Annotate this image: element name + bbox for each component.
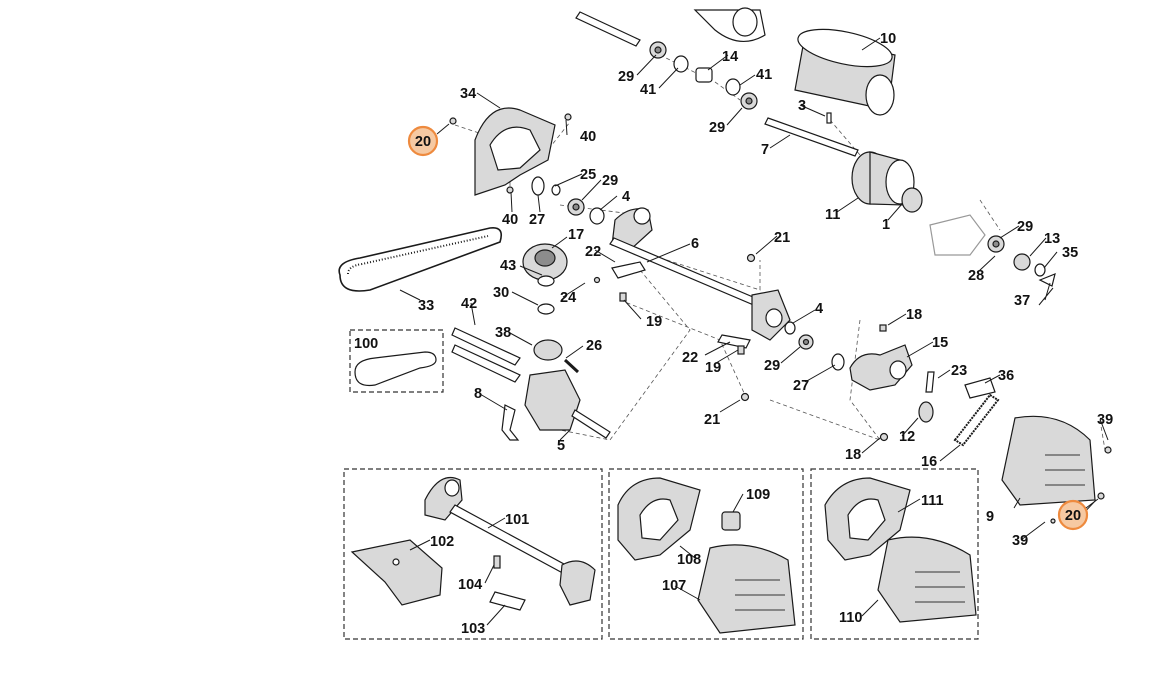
callout-22: 22 [585, 244, 601, 260]
callout-36: 36 [998, 368, 1014, 384]
callout-40: 40 [502, 212, 518, 228]
callout-42: 42 [461, 296, 477, 312]
callout-18: 18 [845, 447, 861, 463]
callout-29: 29 [709, 120, 725, 136]
kit-box-101 [343, 468, 603, 640]
callout-7: 7 [761, 142, 769, 158]
callout-3: 3 [798, 98, 806, 114]
highlight-label: 20 [415, 134, 431, 150]
roller-assembly [575, 7, 896, 157]
callout-30: 30 [493, 285, 509, 301]
callout-29: 29 [1017, 219, 1033, 235]
callout-19: 19 [646, 314, 662, 330]
highlight-circle [407, 125, 439, 157]
callout-27: 27 [529, 212, 545, 228]
callout-17: 17 [568, 227, 584, 243]
callout-38: 38 [495, 325, 511, 341]
callout-13: 13 [1044, 231, 1060, 247]
highlighted-callout-20-right[interactable]: 20 [1057, 498, 1099, 531]
left-cover [449, 107, 572, 196]
callout-43: 43 [500, 258, 516, 274]
drive-gear-assembly [851, 151, 1056, 287]
callout-10: 10 [880, 31, 896, 47]
callout-21: 21 [704, 412, 720, 428]
callout-29: 29 [764, 358, 780, 374]
callout-41: 41 [640, 82, 656, 98]
callout-29: 29 [602, 173, 618, 189]
callout-33: 33 [418, 298, 434, 314]
callout-14: 14 [722, 49, 738, 65]
kit-box-100 [349, 329, 444, 393]
callout-110: 110 [839, 610, 862, 626]
callout-101: 101 [505, 512, 529, 528]
chain-drive-parts [849, 324, 1000, 447]
highlight-circle [1057, 499, 1089, 531]
callout-40: 40 [580, 129, 596, 145]
bearing-parts-upper [531, 176, 761, 307]
callout-1: 1 [882, 217, 890, 233]
callout-25: 25 [580, 167, 596, 183]
kit-box-110 [810, 468, 979, 640]
callout-102: 102 [430, 534, 454, 550]
callout-111: 111 [921, 493, 944, 509]
callout-29: 29 [618, 69, 634, 85]
pulley-parts [522, 243, 646, 315]
shaft-side-parts [717, 253, 845, 402]
callout-16: 16 [921, 454, 937, 470]
callout-39: 39 [1012, 533, 1028, 549]
callout-12: 12 [899, 429, 915, 445]
callout-5: 5 [557, 438, 565, 454]
callout-4: 4 [622, 189, 630, 205]
callout-37: 37 [1014, 293, 1030, 309]
callout-15: 15 [932, 335, 948, 351]
callout-27: 27 [793, 378, 809, 394]
callout-19: 19 [705, 360, 721, 376]
callout-21: 21 [774, 230, 790, 246]
callout-18: 18 [906, 307, 922, 323]
callout-35: 35 [1062, 245, 1078, 261]
callout-labels: 10 14 29 41 41 29 3 7 34 40 40 27 25 29 … [354, 31, 1113, 637]
callout-6: 6 [691, 236, 699, 252]
callout-41: 41 [756, 67, 772, 83]
callout-26: 26 [586, 338, 602, 354]
callout-34: 34 [460, 86, 476, 102]
highlight-label: 20 [1065, 508, 1081, 524]
callout-4: 4 [815, 301, 823, 317]
callout-28: 28 [968, 268, 984, 284]
highlighted-callout-20-left[interactable]: 20 [407, 123, 450, 157]
callout-39: 39 [1097, 412, 1113, 428]
callout-9: 9 [986, 509, 994, 525]
callout-22: 22 [682, 350, 698, 366]
callout-104: 104 [458, 577, 482, 593]
callout-109: 109 [746, 487, 770, 503]
drive-belt [338, 226, 503, 292]
callout-24: 24 [560, 290, 576, 306]
right-cover [1001, 415, 1112, 524]
leader-lines [399, 37, 1109, 626]
kit-box-107 [608, 468, 804, 640]
gearbox-assembly [451, 327, 611, 441]
callout-100: 100 [354, 336, 378, 352]
callout-11: 11 [825, 207, 840, 223]
callout-108: 108 [677, 552, 701, 568]
callout-23: 23 [951, 363, 967, 379]
callout-103: 103 [461, 621, 485, 637]
callout-107: 107 [662, 578, 686, 594]
callout-8: 8 [474, 386, 482, 402]
